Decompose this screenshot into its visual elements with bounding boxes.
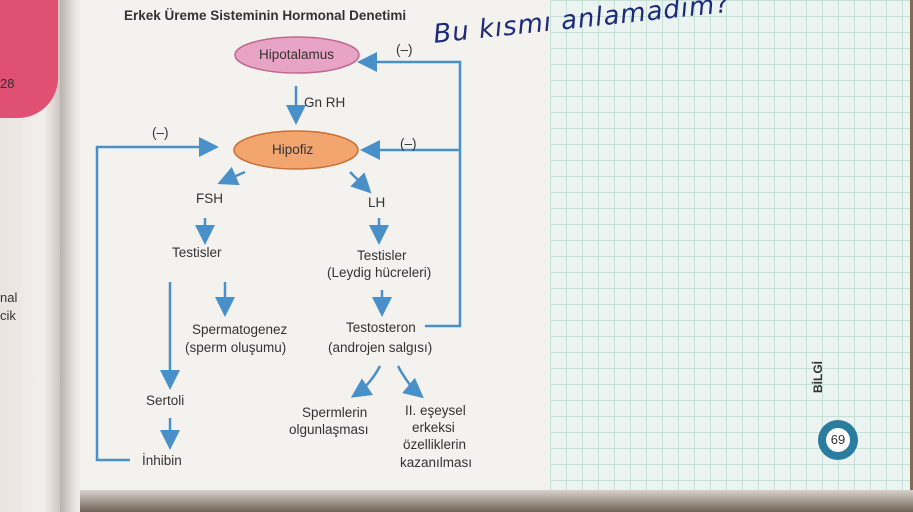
grid-paper-area xyxy=(550,0,910,495)
left-page-number: 28 xyxy=(0,76,15,91)
lh-arrow xyxy=(349,171,372,194)
pituitary-shape xyxy=(233,130,359,170)
book-spine xyxy=(60,0,82,512)
testosterone-feedback-to-hypothalamus xyxy=(357,52,462,328)
secondary-sex-label-1: II. eşeysel xyxy=(405,403,466,418)
sertoli-label: Sertoli xyxy=(146,393,185,408)
fsh-label: FSH xyxy=(196,191,223,206)
testosterone-to-maturation-arrow xyxy=(350,365,382,398)
testes-right-label: Testisler xyxy=(357,248,407,263)
sperm-formation-label: (sperm oluşumu) xyxy=(185,340,287,355)
androgen-label: (androjen salgısı) xyxy=(328,340,433,355)
left-page-text-2: cik xyxy=(0,308,16,323)
testosterone-label: Testosteron xyxy=(346,320,416,335)
hypothalamus-label: Hipotalamus xyxy=(259,47,335,62)
fsh-arrow xyxy=(217,166,246,186)
gnrh-label: Gn RH xyxy=(304,95,346,110)
testes-left-label: Testisler xyxy=(172,245,222,260)
page-number: 69 xyxy=(826,428,850,452)
info-side-label: BİLGİ xyxy=(811,361,825,393)
left-page-pink-banner xyxy=(0,0,58,118)
left-page: 28 nal cik xyxy=(0,0,62,512)
pituitary-label: Hipofiz xyxy=(272,142,314,157)
inhibin-feedback-line xyxy=(95,137,219,462)
negative-feedback-pituitary: (–) xyxy=(400,136,417,151)
secondary-sex-label-3: özelliklerin xyxy=(403,437,467,452)
leydig-label: (Leydig hücreleri) xyxy=(327,265,432,280)
right-page xyxy=(80,0,910,500)
negative-feedback-hypothalamus: (–) xyxy=(396,42,413,57)
negative-feedback-left: (–) xyxy=(152,125,169,140)
sperm-maturation-label-2: olgunlaşması xyxy=(289,422,369,437)
sperm-maturation-label-1: Spermlerin xyxy=(302,405,368,420)
spermatogenesis-label: Spermatogenez xyxy=(192,322,288,337)
lh-label: LH xyxy=(368,195,386,210)
testosterone-to-sex-traits-arrow xyxy=(396,365,424,399)
page-bottom-edge xyxy=(80,490,913,512)
diagram-title: Erkek Üreme Sisteminin Hormonal Denetimi xyxy=(124,8,407,23)
inhibin-label: İnhibin xyxy=(142,453,182,468)
secondary-sex-label-2: erkeksi xyxy=(412,420,455,435)
secondary-sex-label-4: kazanılması xyxy=(400,455,473,470)
left-page-text-1: nal xyxy=(0,290,18,305)
